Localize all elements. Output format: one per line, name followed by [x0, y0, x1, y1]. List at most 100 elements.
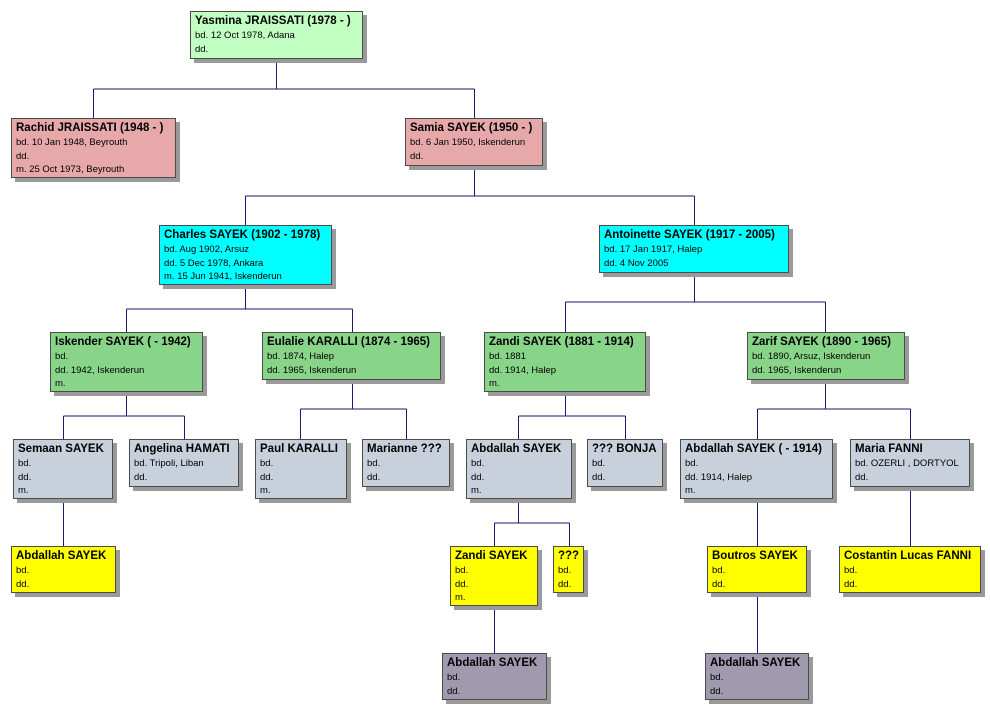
- person-card-yasmina[interactable]: Yasmina JRAISSATI (1978 - ) bd. 12 Oct 1…: [190, 11, 363, 59]
- person-name: Angelina HAMATI: [134, 443, 230, 455]
- person-name: Boutros SAYEK: [712, 550, 798, 562]
- person-card-angelina[interactable]: Angelina HAMATI bd. Tripoli, Liban dd.: [129, 439, 239, 487]
- person-card-charles[interactable]: Charles SAYEK (1902 - 1978) bd. Aug 1902…: [159, 225, 332, 285]
- person-detail: dd.: [260, 471, 274, 483]
- person-name: Abdallah SAYEK: [471, 443, 562, 455]
- person-detail: bd.: [471, 458, 485, 469]
- person-detail: bd. 6 Jan 1950, Iskenderun: [410, 137, 526, 148]
- person-name: Eulalie KARALLI (1874 - 1965): [267, 336, 430, 348]
- person-card-abdallah-son-of-semaan[interactable]: Abdallah SAYEK bd. dd.: [11, 546, 116, 593]
- person-card-marianne[interactable]: Marianne ??? bd. dd.: [362, 439, 450, 487]
- person-name: Costantin Lucas FANNI: [844, 550, 972, 562]
- person-detail: bd.: [447, 672, 461, 683]
- person-detail: dd.: [592, 471, 606, 483]
- person-detail: dd.: [18, 471, 32, 483]
- person-name: Rachid JRAISSATI (1948 - ): [16, 122, 164, 134]
- person-detail: dd.: [16, 150, 30, 162]
- person-card-eulalie[interactable]: Eulalie KARALLI (1874 - 1965) bd. 1874, …: [262, 332, 441, 380]
- person-card-abdallah-son-of-zandi[interactable]: Abdallah SAYEK bd. dd. m.: [466, 439, 572, 499]
- person-detail: bd.: [260, 458, 274, 469]
- person-detail: dd.: [455, 578, 469, 590]
- person-detail: m.: [685, 485, 696, 496]
- person-detail: bd.: [844, 565, 858, 576]
- person-card-maria[interactable]: Maria FANNI bd. OZERLI , DORTYOL dd.: [850, 439, 970, 487]
- person-detail: bd. 1890, Arsuz, Iskenderun: [752, 351, 871, 362]
- person-card-rachid[interactable]: Rachid JRAISSATI (1948 - ) bd. 10 Jan 19…: [11, 118, 176, 178]
- person-detail: dd.: [712, 578, 726, 590]
- person-detail: m.: [260, 485, 271, 496]
- person-card-bonja[interactable]: ??? BONJA bd. dd.: [587, 439, 663, 487]
- person-detail: m. 25 Oct 1973, Beyrouth: [16, 164, 125, 175]
- person-card-unknown[interactable]: ??? bd. dd.: [553, 546, 584, 593]
- person-card-abdallah-son-of-boutros[interactable]: Abdallah SAYEK bd. dd.: [705, 653, 809, 700]
- person-detail: bd. Tripoli, Liban: [134, 458, 204, 469]
- person-detail: dd.: [195, 43, 209, 55]
- person-card-zarif[interactable]: Zarif SAYEK (1890 - 1965) bd. 1890, Arsu…: [747, 332, 905, 380]
- person-name: Charles SAYEK (1902 - 1978): [164, 229, 321, 241]
- person-card-paul[interactable]: Paul KARALLI bd. dd. m.: [255, 439, 347, 499]
- person-name: Maria FANNI: [855, 443, 923, 455]
- person-card-samia[interactable]: Samia SAYEK (1950 - ) bd. 6 Jan 1950, Is…: [405, 118, 543, 166]
- person-name: Semaan SAYEK: [18, 443, 104, 455]
- person-detail: bd. OZERLI , DORTYOL: [855, 458, 959, 469]
- person-detail: dd.: [558, 578, 572, 590]
- person-card-costantin[interactable]: Costantin Lucas FANNI bd. dd.: [839, 546, 981, 593]
- person-detail: bd.: [558, 565, 572, 576]
- person-detail: bd. 10 Jan 1948, Beyrouth: [16, 137, 128, 148]
- person-name: Abdallah SAYEK: [447, 657, 538, 669]
- person-detail: bd. 1881: [489, 351, 526, 362]
- person-card-zandi-junior[interactable]: Zandi SAYEK bd. dd. m.: [450, 546, 538, 606]
- person-detail: bd.: [710, 672, 724, 683]
- person-name: Abdallah SAYEK: [16, 550, 107, 562]
- person-detail: dd. 5 Dec 1978, Ankara: [164, 257, 264, 269]
- person-name: Zarif SAYEK (1890 - 1965): [752, 336, 891, 348]
- person-name: ???: [558, 550, 580, 562]
- person-detail: bd. 17 Jan 1917, Halep: [604, 244, 703, 255]
- person-detail: bd.: [685, 458, 699, 469]
- person-detail: bd.: [712, 565, 726, 576]
- person-detail: bd.: [455, 565, 469, 576]
- person-card-semaan[interactable]: Semaan SAYEK bd. dd. m.: [13, 439, 113, 499]
- person-detail: bd. Aug 1902, Arsuz: [164, 244, 250, 255]
- person-detail: dd.: [710, 685, 724, 697]
- person-detail: dd.: [855, 471, 869, 483]
- person-detail: m.: [455, 592, 466, 603]
- person-detail: dd.: [471, 471, 485, 483]
- person-name: Abdallah SAYEK: [710, 657, 801, 669]
- person-detail: dd.: [16, 578, 30, 590]
- person-detail: dd. 1942, Iskenderun: [55, 364, 145, 376]
- person-name: Yasmina JRAISSATI (1978 - ): [195, 15, 351, 27]
- person-detail: dd.: [410, 150, 424, 162]
- person-name: Zandi SAYEK: [455, 550, 528, 562]
- person-detail: dd.: [844, 578, 858, 590]
- person-detail: bd. 12 Oct 1978, Adana: [195, 30, 295, 41]
- person-detail: bd.: [55, 351, 69, 362]
- person-detail: dd. 1914, Halep: [685, 471, 753, 483]
- person-name: Iskender SAYEK ( - 1942): [55, 336, 191, 348]
- person-name: Samia SAYEK (1950 - ): [410, 122, 533, 134]
- person-detail: m.: [489, 378, 500, 389]
- person-detail: m.: [55, 378, 66, 389]
- person-detail: bd.: [592, 458, 606, 469]
- person-card-boutros[interactable]: Boutros SAYEK bd. dd.: [707, 546, 807, 593]
- person-name: Marianne ???: [367, 443, 442, 455]
- person-detail: dd. 1914, Halep: [489, 364, 557, 376]
- person-detail: dd. 1965, Iskenderun: [752, 364, 842, 376]
- person-card-iskender[interactable]: Iskender SAYEK ( - 1942) bd. dd. 1942, I…: [50, 332, 203, 392]
- person-name: Paul KARALLI: [260, 443, 338, 455]
- person-card-zandi-1881[interactable]: Zandi SAYEK (1881 - 1914) bd. 1881 dd. 1…: [484, 332, 646, 392]
- person-detail: bd. 1874, Halep: [267, 351, 335, 362]
- person-card-abdallah-son-of-zandi-junior[interactable]: Abdallah SAYEK bd. dd.: [442, 653, 547, 700]
- person-name: Zandi SAYEK (1881 - 1914): [489, 336, 634, 348]
- person-name: Abdallah SAYEK ( - 1914): [685, 443, 822, 455]
- person-detail: m. 15 Jun 1941, Iskenderun: [164, 271, 282, 282]
- person-card-antoinette[interactable]: Antoinette SAYEK (1917 - 2005) bd. 17 Ja…: [599, 225, 789, 273]
- person-detail: bd.: [367, 458, 381, 469]
- person-detail: dd.: [134, 471, 148, 483]
- person-name: Antoinette SAYEK (1917 - 2005): [604, 229, 775, 241]
- person-card-abdallah-1914[interactable]: Abdallah SAYEK ( - 1914) bd. dd. 1914, H…: [680, 439, 833, 499]
- person-name: ??? BONJA: [592, 443, 657, 455]
- person-detail: dd.: [447, 685, 461, 697]
